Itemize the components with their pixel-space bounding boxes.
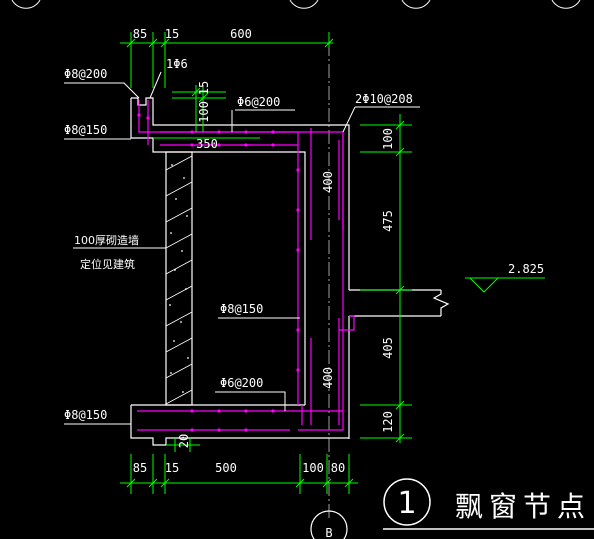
rebar-label-top-left: Φ8@200 bbox=[64, 67, 107, 81]
detail-title: 飘窗节点 bbox=[455, 490, 591, 523]
dim-bottom-80: 80 bbox=[331, 461, 345, 475]
top-edge-arcs bbox=[11, 0, 581, 9]
rebar-label-1phi6: 1Φ6 bbox=[166, 57, 188, 71]
dim-right-120: 120 bbox=[381, 411, 395, 433]
elevation-value: 2.825 bbox=[508, 262, 544, 276]
detail-number: 1 bbox=[397, 486, 416, 521]
dim-bottom-500: 500 bbox=[215, 461, 237, 475]
dim-bottom-100: 100 bbox=[302, 461, 324, 475]
dim-bottom-15: 15 bbox=[165, 461, 179, 475]
dim-inner-100: 100 bbox=[197, 101, 211, 123]
dim-inner-400-top: 400 bbox=[321, 171, 335, 193]
dim-inner-400-bottom: 400 bbox=[321, 367, 335, 389]
masonry-wall bbox=[165, 151, 193, 406]
leader-lines bbox=[64, 71, 420, 425]
dim-bottom-85: 85 bbox=[133, 461, 147, 475]
wall-note-line1: 100厚砌造墙 bbox=[74, 233, 139, 247]
axis-bubble: B bbox=[310, 510, 348, 539]
dim-inner-350: 350 bbox=[196, 137, 218, 151]
rebar-dots bbox=[137, 113, 300, 432]
rebar-label-top-phi6: Φ6@200 bbox=[237, 95, 280, 109]
detail-marker: 1 飘窗节点 bbox=[383, 478, 594, 530]
rebar-label-left-phi8: Φ8@150 bbox=[64, 123, 107, 137]
rebar-label-mid-phi8: Φ8@150 bbox=[220, 302, 263, 316]
dim-right-100: 100 bbox=[381, 128, 395, 150]
break-line bbox=[432, 290, 450, 316]
wall-note-line2: 定位见建筑 bbox=[80, 257, 135, 271]
rebar-label-bottom-phi6: Φ6@200 bbox=[220, 376, 263, 390]
dim-inner-15: 15 bbox=[197, 81, 211, 95]
dim-inner-20: 20 bbox=[177, 434, 191, 448]
rebar-label-bottom-left: Φ8@150 bbox=[64, 408, 107, 422]
dim-right-475: 475 bbox=[381, 210, 395, 232]
rebar-label-top-right: 2Φ10@208 bbox=[355, 92, 413, 106]
dim-top-15: 15 bbox=[165, 27, 179, 41]
dim-top-85: 85 bbox=[133, 27, 147, 41]
dim-right-405: 405 bbox=[381, 337, 395, 359]
dimension-lines bbox=[120, 32, 545, 494]
dim-top-600: 600 bbox=[230, 27, 252, 41]
axis-label: B bbox=[325, 526, 332, 539]
